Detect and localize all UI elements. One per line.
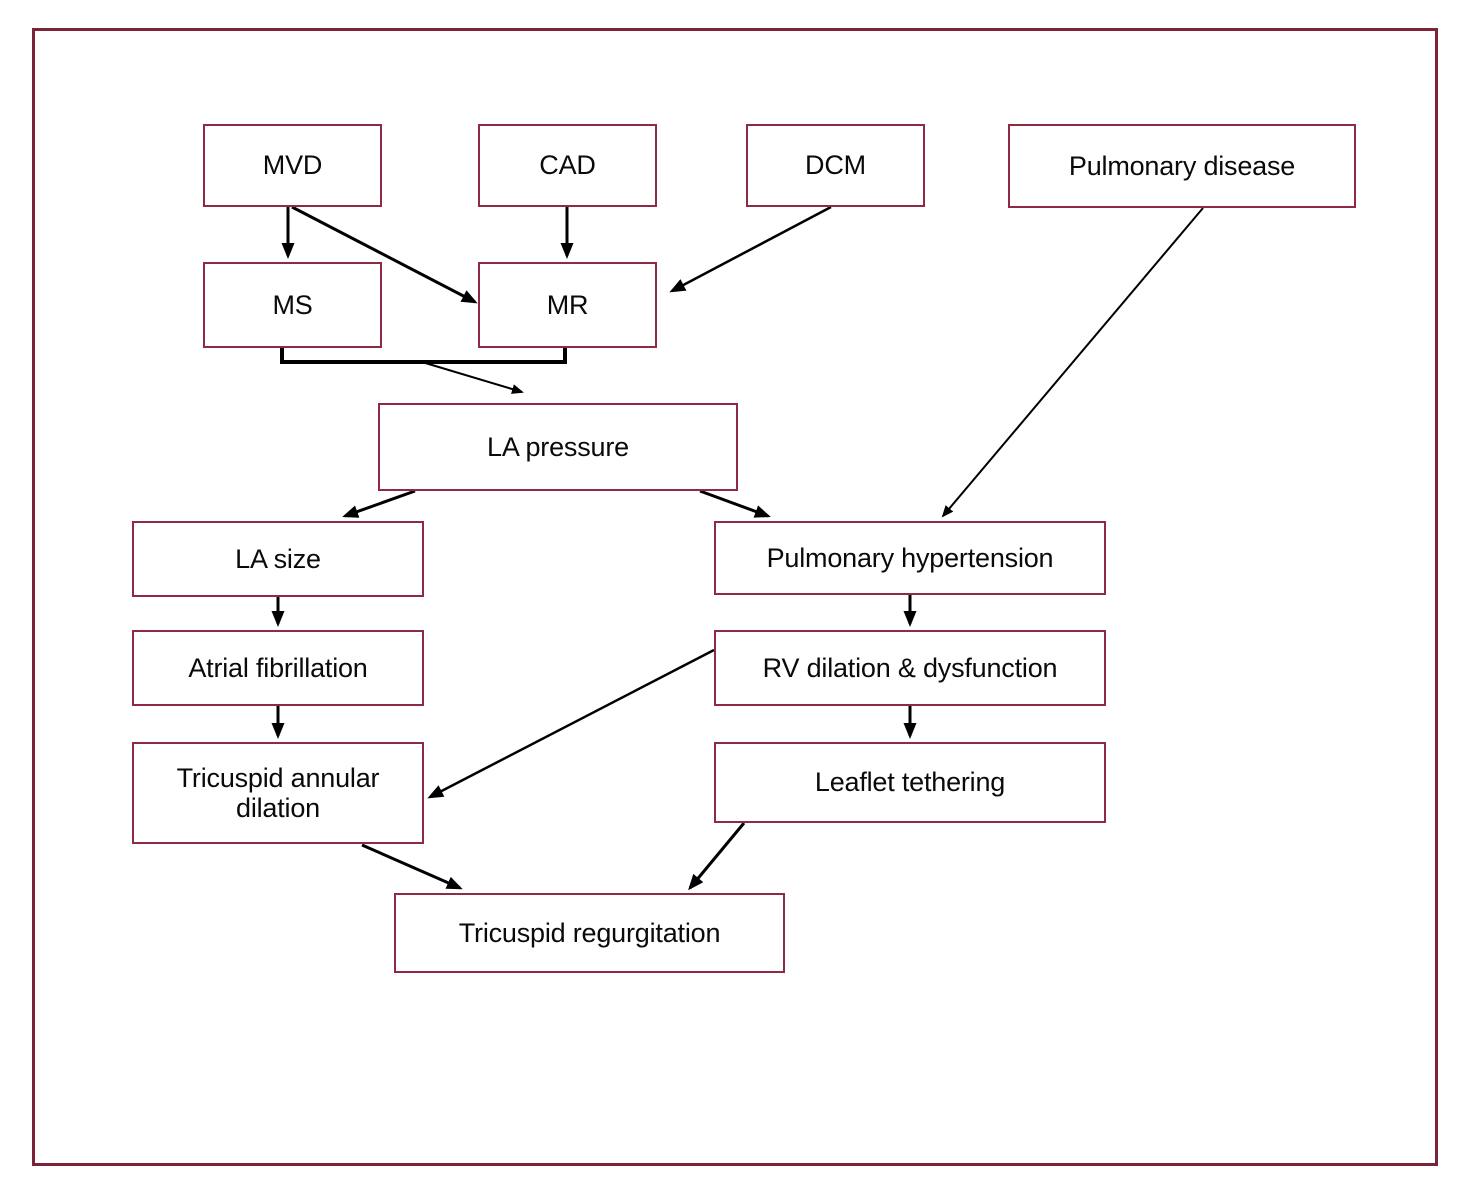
node-la-size-label: LA size <box>235 543 321 574</box>
node-mr-label: MR <box>546 289 589 320</box>
node-ms-label: MS <box>272 289 313 320</box>
node-cad[interactable]: CAD <box>478 124 657 207</box>
node-la-pressure-label: LA pressure <box>487 431 629 462</box>
diagram-outer-frame <box>32 28 1438 1166</box>
node-mvd-label: MVD <box>262 150 323 181</box>
node-leaflet-tethering-label: Leaflet tethering <box>814 767 1006 798</box>
node-tricuspid-annular-dilation[interactable]: Tricuspid annular dilation <box>132 742 424 844</box>
node-dcm-label: DCM <box>805 150 866 181</box>
node-la-pressure[interactable]: LA pressure <box>378 403 738 491</box>
node-atrial-fibrillation[interactable]: Atrial fibrillation <box>132 630 424 706</box>
node-pulmonary-disease[interactable]: Pulmonary disease <box>1008 124 1356 208</box>
node-leaflet-tethering[interactable]: Leaflet tethering <box>714 742 1106 823</box>
node-cad-label: CAD <box>539 150 596 181</box>
node-rv-dilation-dysfunction-label: RV dilation & dysfunction <box>762 652 1058 683</box>
node-rv-dilation-dysfunction[interactable]: RV dilation & dysfunction <box>714 630 1106 706</box>
node-la-size[interactable]: LA size <box>132 521 424 597</box>
node-tricuspid-regurgitation-label: Tricuspid regurgitation <box>458 917 721 948</box>
node-mr[interactable]: MR <box>478 262 657 348</box>
node-dcm[interactable]: DCM <box>746 124 925 207</box>
node-tricuspid-annular-dilation-label: Tricuspid annular dilation <box>176 762 380 823</box>
node-pulmonary-hypertension[interactable]: Pulmonary hypertension <box>714 521 1106 595</box>
node-ms[interactable]: MS <box>203 262 382 348</box>
node-atrial-fibrillation-label: Atrial fibrillation <box>188 652 368 683</box>
node-pulmonary-disease-label: Pulmonary disease <box>1068 150 1296 181</box>
node-mvd[interactable]: MVD <box>203 124 382 207</box>
node-pulmonary-hypertension-label: Pulmonary hypertension <box>766 542 1054 573</box>
node-tricuspid-regurgitation[interactable]: Tricuspid regurgitation <box>394 893 785 973</box>
